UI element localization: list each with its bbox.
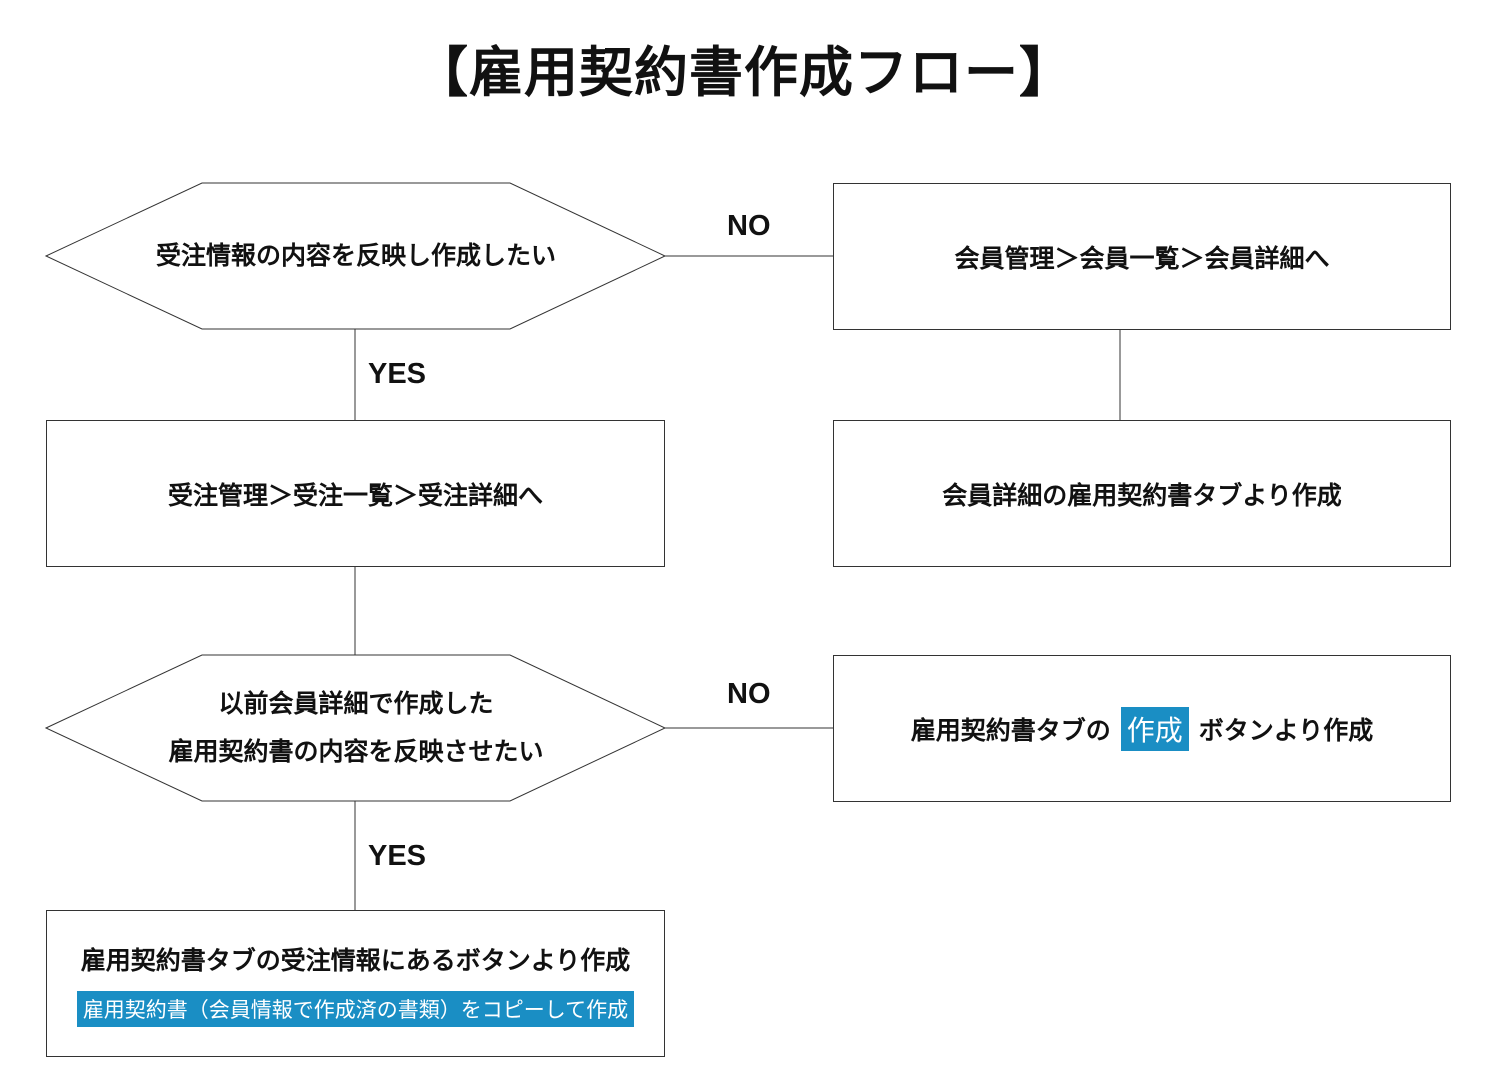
box-member-navigation-text: 会員管理＞会員一覧＞会員詳細へ xyxy=(954,243,1330,273)
box-member-tab-create-text: 会員詳細の雇用契約書タブより作成 xyxy=(942,480,1342,510)
decision-2-label: 以前会員詳細で作成した 雇用契約書の内容を反映させたい xyxy=(60,655,652,801)
create-prefix-text: 雇用契約書タブの xyxy=(910,715,1111,745)
decision-1-text: 受注情報の内容を反映し作成したい xyxy=(155,241,556,270)
box-order-navigation: 受注管理＞受注一覧＞受注詳細へ xyxy=(46,420,665,567)
box-create-button: 雇用契約書タブの 作成 ボタンより作成 xyxy=(833,655,1451,802)
box-order-navigation-text: 受注管理＞受注一覧＞受注詳細へ xyxy=(167,480,543,510)
decision-2-text-line2: 雇用契約書の内容を反映させたい xyxy=(168,737,544,766)
decision-1-label: 受注情報の内容を反映し作成したい xyxy=(60,183,652,329)
box-member-tab-create: 会員詳細の雇用契約書タブより作成 xyxy=(833,420,1451,567)
create-button-badge: 作成 xyxy=(1120,706,1189,751)
branch-no-1: NO xyxy=(727,210,771,242)
box-order-info-create: 雇用契約書タブの受注情報にあるボタンより作成 雇用契約書（会員情報で作成済の書類… xyxy=(46,910,665,1057)
decision-2-text-line1: 以前会員詳細で作成した xyxy=(218,689,494,718)
create-suffix-text: ボタンより作成 xyxy=(1198,715,1374,745)
order-info-note: 雇用契約書（会員情報で作成済の書類）をコピーして作成 xyxy=(76,990,635,1027)
order-info-main-text: 雇用契約書タブの受注情報にあるボタンより作成 xyxy=(80,945,631,975)
page-title: 【雇用契約書作成フロー】 xyxy=(414,41,1074,104)
branch-yes-2: YES xyxy=(368,840,427,872)
branch-yes-1: YES xyxy=(368,358,427,390)
branch-no-2: NO xyxy=(727,678,771,710)
box-member-navigation: 会員管理＞会員一覧＞会員詳細へ xyxy=(833,183,1451,330)
